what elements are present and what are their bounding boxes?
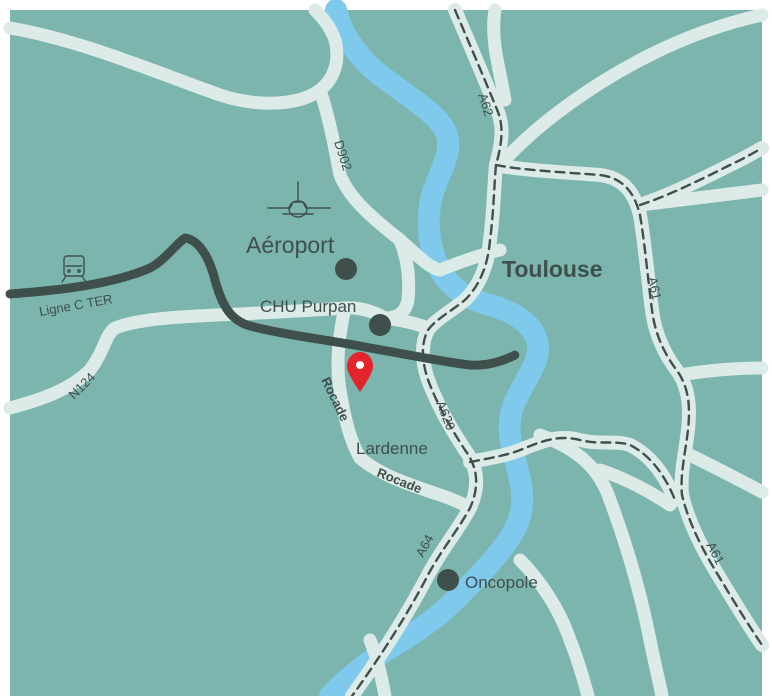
- road-network: [3, 3, 769, 696]
- oncopole-label: Oncopole: [465, 573, 538, 592]
- a62-label: A62: [475, 91, 496, 118]
- road-south-2: [513, 553, 595, 696]
- road-rocade: [331, 301, 477, 515]
- road-east-2: [673, 361, 769, 382]
- road-north-east: [493, 8, 769, 172]
- place-labels: Toulouse Aéroport CHU Purpan Lardenne On…: [246, 232, 603, 592]
- road-east-3: [683, 448, 769, 499]
- location-pin-icon[interactable]: [347, 352, 373, 392]
- road-north-west: [3, 3, 344, 110]
- city-label-toulouse: Toulouse: [502, 256, 603, 282]
- railway-ter-line-c: [5, 233, 520, 370]
- road-south-east: [533, 428, 669, 696]
- road-south: [363, 633, 392, 696]
- road-top-right: [487, 3, 512, 107]
- poi-markers: [335, 258, 459, 591]
- airplane-icon: [267, 181, 331, 218]
- airport-label: Aéroport: [246, 232, 335, 258]
- airport-poi-dot[interactable]: [335, 258, 357, 280]
- train-icon: [61, 255, 87, 283]
- chu-purpan-poi-dot[interactable]: [369, 314, 391, 336]
- road-d902: [313, 83, 447, 277]
- lardenne-label: Lardenne: [356, 439, 428, 458]
- oncopole-poi-dot[interactable]: [437, 569, 459, 591]
- chu-purpan-label: CHU Purpan: [260, 297, 356, 316]
- road-south-east-2: [593, 463, 677, 512]
- a61-label-upper: A61: [645, 276, 664, 302]
- river-garonne: [319, 0, 550, 696]
